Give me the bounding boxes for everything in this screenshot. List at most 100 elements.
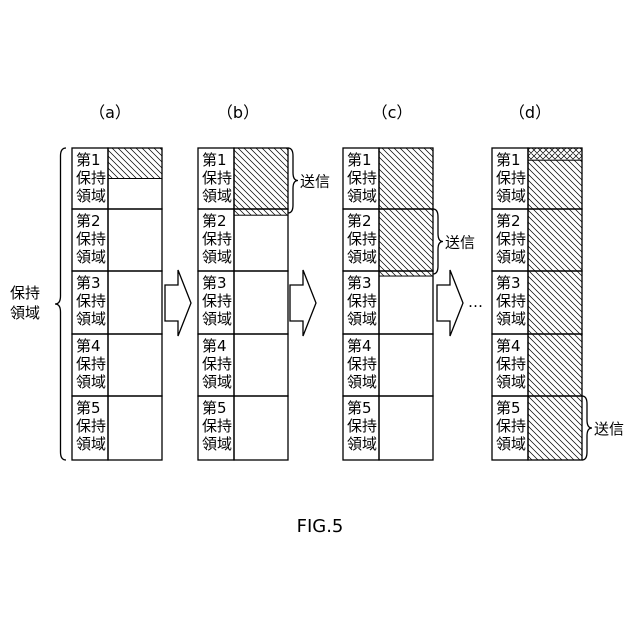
region-1-label-line1: 第1 <box>76 151 101 169</box>
stage-header-a: （a） <box>89 103 131 122</box>
region-5-label-line2: 保持 <box>202 417 232 435</box>
region-2-label-line2: 保持 <box>496 230 526 248</box>
region-4-label-line3: 領域 <box>202 373 232 391</box>
region-4-storage-cell <box>234 334 288 396</box>
region-2-label-line3: 領域 <box>202 248 232 266</box>
region-4-storage-cell <box>108 334 162 396</box>
region-4-label-line2: 保持 <box>202 355 232 373</box>
stored-data-hatch <box>528 209 582 271</box>
region-4-storage-cell <box>379 334 433 396</box>
region-4-label-line2: 保持 <box>347 355 377 373</box>
region-1-label-line3: 領域 <box>76 187 106 205</box>
region-1-label-line2: 保持 <box>347 169 377 187</box>
region-1-label-line2: 保持 <box>202 169 232 187</box>
region-2-label-line1: 第2 <box>347 212 372 230</box>
region-3-label-line1: 第3 <box>202 274 227 292</box>
region-5-label-line1: 第5 <box>496 399 521 417</box>
group-label-line2: 領域 <box>10 304 40 322</box>
stored-data-hatch <box>528 396 582 460</box>
region-2-storage-cell <box>234 209 288 271</box>
region-2-label-line3: 領域 <box>76 248 106 266</box>
stored-data-hatch <box>379 209 433 271</box>
region-4-label-line1: 第4 <box>496 337 521 355</box>
region-3-label-line2: 保持 <box>496 292 526 310</box>
send-label: 送信 <box>300 173 330 191</box>
stored-data-hatch <box>108 148 162 179</box>
region-4-label-line3: 領域 <box>496 373 526 391</box>
stored-data-hatch <box>234 209 288 215</box>
send-label: 送信 <box>594 420 624 438</box>
region-5-storage-cell <box>379 396 433 460</box>
stage-header-b: （b） <box>217 103 259 122</box>
region-1-label-line1: 第1 <box>347 151 372 169</box>
region-4-label-line1: 第4 <box>347 337 372 355</box>
holding-area-group: 保持 領域 <box>10 148 66 460</box>
region-3-label-line2: 保持 <box>347 292 377 310</box>
region-4-label-line1: 第4 <box>76 337 101 355</box>
region-2-label-line2: 保持 <box>202 230 232 248</box>
region-1-label-line2: 保持 <box>76 169 106 187</box>
region-2-storage-cell <box>108 209 162 271</box>
region-1-label-line3: 領域 <box>202 187 232 205</box>
stage-b: （b）第1保持領域第2保持領域第3保持領域第4保持領域第5保持領域送信 <box>198 103 330 460</box>
group-label-line1: 保持 <box>10 284 40 302</box>
send-label: 送信 <box>445 234 475 252</box>
region-2-label-line3: 領域 <box>496 248 526 266</box>
region-2-label-line3: 領域 <box>347 248 377 266</box>
stored-data-hatch <box>234 148 288 209</box>
region-3-label-line1: 第3 <box>496 274 521 292</box>
region-1-label-line2: 保持 <box>496 169 526 187</box>
region-3-label-line3: 領域 <box>496 310 526 328</box>
region-3-storage-cell <box>379 271 433 334</box>
transition-arrow-a-b <box>165 270 191 336</box>
stage-header-c: （c） <box>372 103 413 122</box>
send-brace <box>582 396 592 460</box>
region-3-label-line3: 領域 <box>76 310 106 328</box>
send-brace <box>288 148 298 213</box>
region-3-label-line2: 保持 <box>76 292 106 310</box>
region-5-label-line3: 領域 <box>347 435 377 453</box>
region-4-label-line2: 保持 <box>496 355 526 373</box>
region-3-label-line3: 領域 <box>347 310 377 328</box>
group-brace <box>55 148 66 460</box>
stored-data-hatch <box>379 271 433 276</box>
transition-arrow-c-d <box>437 270 463 336</box>
region-5-label-line1: 第5 <box>347 399 372 417</box>
region-5-label-line1: 第5 <box>202 399 227 417</box>
region-2-label-line2: 保持 <box>347 230 377 248</box>
send-brace <box>433 209 443 274</box>
region-3-storage-cell <box>108 271 162 334</box>
stages: （a）第1保持領域第2保持領域第3保持領域第4保持領域第5保持領域（b）第1保持… <box>72 103 624 460</box>
region-5-label-line2: 保持 <box>496 417 526 435</box>
region-5-label-line3: 領域 <box>76 435 106 453</box>
transition-arrow-b-c <box>290 270 316 336</box>
stored-data-hatch <box>528 271 582 334</box>
stored-data-hatch <box>379 148 433 209</box>
stage-d: （d）第1保持領域第2保持領域第3保持領域第4保持領域第5保持領域送信 <box>492 103 624 460</box>
region-5-label-line1: 第5 <box>76 399 101 417</box>
ellipsis: … <box>468 293 483 311</box>
figure-caption: FIG.5 <box>297 516 344 537</box>
region-2-label-line1: 第2 <box>496 212 521 230</box>
region-1-label-line3: 領域 <box>496 187 526 205</box>
region-1-label-line3: 領域 <box>347 187 377 205</box>
region-3-storage-cell <box>234 271 288 334</box>
region-5-label-line3: 領域 <box>496 435 526 453</box>
region-4-label-line1: 第4 <box>202 337 227 355</box>
region-4-label-line3: 領域 <box>347 373 377 391</box>
overwritten-data-crosshatch <box>528 148 582 160</box>
region-5-label-line3: 領域 <box>202 435 232 453</box>
stage-header-d: （d） <box>509 103 551 122</box>
region-2-label-line2: 保持 <box>76 230 106 248</box>
region-5-label-line2: 保持 <box>347 417 377 435</box>
region-3-label-line2: 保持 <box>202 292 232 310</box>
region-1-label-line1: 第1 <box>202 151 227 169</box>
region-4-label-line2: 保持 <box>76 355 106 373</box>
stored-data-hatch <box>528 334 582 396</box>
region-5-storage-cell <box>108 396 162 460</box>
region-5-storage-cell <box>234 396 288 460</box>
region-3-label-line1: 第3 <box>76 274 101 292</box>
region-2-label-line1: 第2 <box>202 212 227 230</box>
region-3-label-line1: 第3 <box>347 274 372 292</box>
